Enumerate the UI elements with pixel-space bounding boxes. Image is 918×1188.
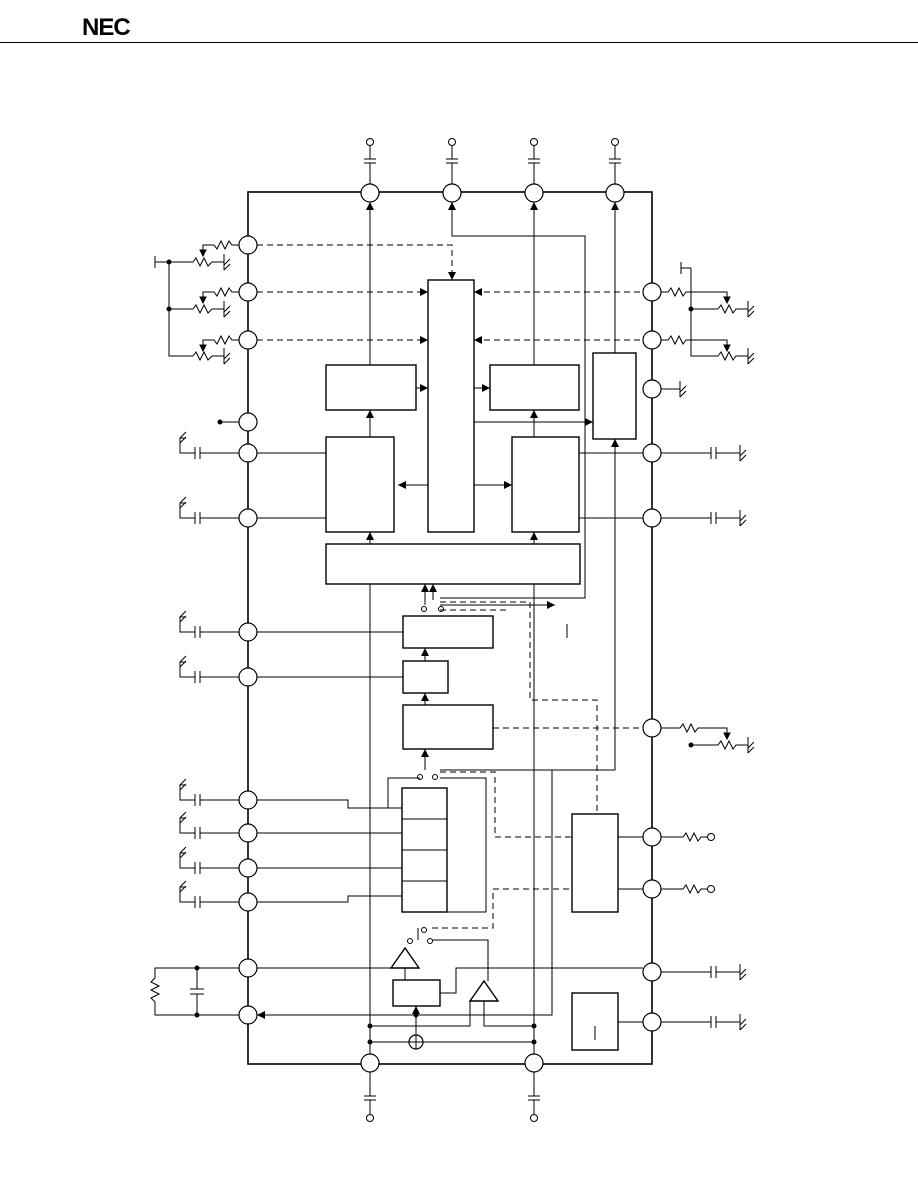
- right-tall-block: [592, 352, 637, 440]
- upper-right-block: [489, 364, 580, 411]
- mid-right-block: [511, 436, 580, 533]
- arrowheads: [257, 202, 619, 1019]
- dashed-wiring: [257, 244, 643, 929]
- upper-left-block: [325, 364, 417, 411]
- header-rule: [0, 42, 918, 43]
- nec-logo: NEC: [82, 14, 131, 41]
- right-resistor-network: [661, 262, 755, 895]
- block-a: [402, 615, 494, 649]
- left-pins: [238, 235, 258, 1025]
- bottom-pins: [360, 1053, 544, 1122]
- mid-left-block: [325, 436, 395, 533]
- internal-blocks: [325, 279, 637, 1051]
- switch-contacts: [407, 606, 444, 944]
- top-pins: [360, 138, 625, 203]
- block-b: [402, 660, 449, 694]
- central-block: [427, 279, 475, 533]
- left-top-resistor-network: [154, 239, 239, 423]
- amplifiers: [389, 946, 500, 1050]
- wide-block: [325, 543, 581, 585]
- bottom-small-block: [392, 979, 441, 1007]
- right-capacitors: [661, 445, 747, 1031]
- left-rc-network: [149, 967, 239, 1016]
- amp-right: [468, 979, 500, 1002]
- solid-wiring: [257, 202, 643, 1054]
- corner-block: [571, 992, 619, 1051]
- left-capacitors: [179, 431, 239, 908]
- right-low-block: [571, 813, 619, 913]
- amp-left: [389, 946, 421, 969]
- block-c: [402, 704, 494, 750]
